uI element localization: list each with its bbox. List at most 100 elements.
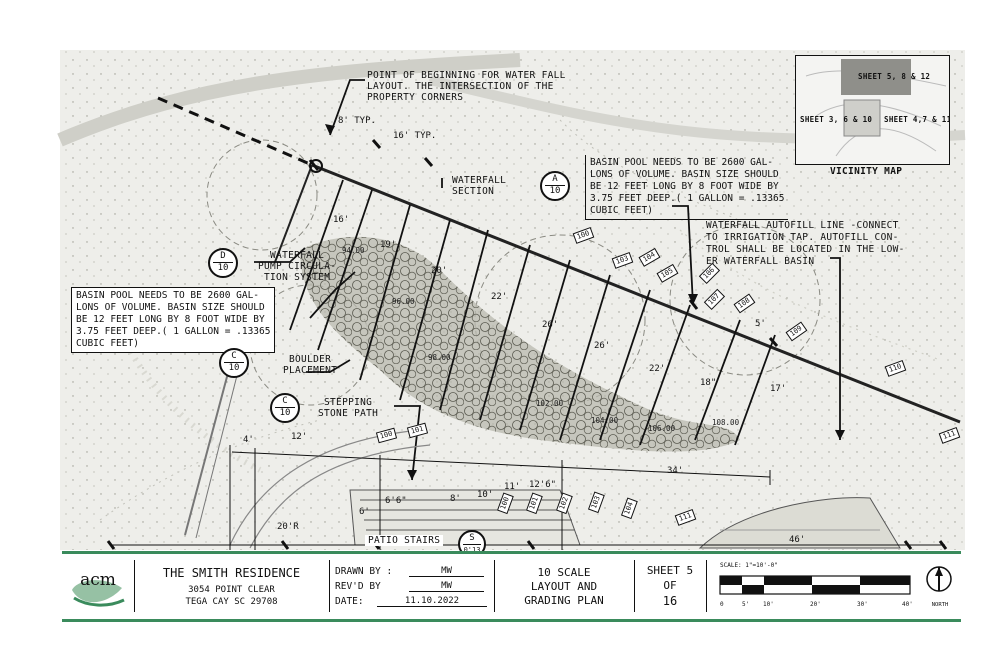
point-of-beginning-note: POINT OF BEGINNING FOR WATER FALL LAYOUT…	[367, 70, 566, 103]
scale-caption: SCALE: 1"=10'-0"	[720, 562, 778, 569]
boulder-mass	[300, 236, 740, 452]
vicinity-sheet-top: SHEET 5, 8 & 12	[858, 72, 931, 81]
stepping-stone-label: STEPPING STONE PATH	[318, 397, 379, 419]
dim-22b: 22'	[649, 364, 666, 374]
scale-tick: 20'	[810, 601, 821, 608]
patio-stairs-label: PATIO STAIRS	[365, 535, 444, 546]
dim-8: 8'	[450, 494, 461, 504]
dim-12-6: 12'6"	[529, 480, 557, 490]
bubble-letter: S	[463, 533, 481, 545]
revd-by-value: MW	[409, 581, 484, 592]
spot-elevation: 106.00	[648, 424, 676, 433]
spot-elevation: 96.00	[392, 297, 415, 306]
title-block: acm THE SMITH RESIDENCE 3054 POINT CLEAR…	[62, 551, 961, 622]
sheet-total: 16	[662, 594, 678, 608]
bubble-letter: C	[224, 351, 244, 363]
date-value: 11.10.2022	[377, 596, 487, 607]
dim-5: 5'	[755, 319, 766, 329]
spot-elevation: 94.00	[342, 246, 365, 255]
north-arrow-icon	[926, 566, 952, 592]
contour-line	[107, 299, 262, 473]
bubble-sheet: 10	[217, 263, 229, 273]
scale-bar-cell: SCALE: 1"=10'-0" 0 5' 10' 20' 30' 40' NO…	[706, 560, 961, 612]
drawing-title-cell: 10 SCALE LAYOUT AND GRADING PLAN	[494, 560, 635, 612]
contour-line	[57, 53, 521, 147]
vicinity-sheet-right: SHEET 4,7 & 11	[884, 115, 950, 124]
dim-16: 16'	[333, 215, 350, 225]
revd-by-label: REV'D BY	[335, 581, 381, 592]
vicinity-map-caption: VICINITY MAP	[830, 166, 903, 177]
dim-26a: 26'	[542, 320, 559, 330]
sheet-number-cell: SHEET 5 OF 16	[634, 560, 707, 612]
dim-19: 19'	[380, 240, 397, 250]
acm-logo-icon	[72, 580, 125, 607]
bubble-sheet: 0'13	[463, 546, 481, 554]
house-outline	[698, 497, 901, 549]
scale-bar	[719, 575, 911, 595]
spot-elevation: 98.00	[428, 353, 451, 362]
dim-18in: 18"	[700, 378, 717, 388]
bubble-letter: D	[213, 251, 233, 263]
dim-10: 10'	[477, 490, 494, 500]
sheet-label: SHEET 5	[646, 564, 694, 577]
drawn-by-value: MW	[409, 566, 484, 577]
spot-elevation: 104.00	[591, 416, 619, 425]
scale-tick: 0	[720, 601, 724, 608]
property-line-left	[274, 164, 313, 263]
basin-pool-note-upper: BASIN POOL NEEDS TO BE 2600 GAL- LONS OF…	[585, 155, 789, 220]
pump-marker	[309, 159, 323, 173]
bubble-sheet: 10	[549, 186, 561, 196]
dim-16-typ: 16' TYP.	[393, 131, 437, 141]
dim-20: 20'	[431, 266, 448, 276]
scale-tick: 40'	[902, 601, 913, 608]
scale-tick: 30'	[857, 601, 868, 608]
spot-elevation: 102.00	[536, 399, 564, 408]
tree-canopy-circle	[669, 224, 821, 376]
tree-canopy-circle	[206, 139, 318, 251]
drawing-title: 10 SCALE LAYOUT AND GRADING PLAN	[524, 566, 604, 607]
logo-cell: acm	[62, 560, 135, 612]
project-cell: THE SMITH RESIDENCE 3054 POINT CLEAR TEG…	[134, 560, 330, 612]
sheet-of: OF	[663, 579, 677, 592]
bubble-sheet: 10	[228, 363, 240, 373]
bubble-letter: A	[545, 174, 565, 186]
spot-elevation: 108.00	[712, 418, 740, 427]
project-address-line2: TEGA CAY SC 29708	[185, 597, 278, 607]
section-cut-lines	[289, 179, 776, 446]
dim-6: 6'	[359, 507, 370, 517]
vicinity-sheet-left: SHEET 3, 6 & 10	[800, 115, 873, 124]
dim-46: 46'	[789, 535, 806, 545]
arrow-heads	[325, 124, 845, 480]
property-line	[311, 163, 961, 424]
scale-tick: 10'	[763, 601, 774, 608]
dim-8-typ: 8' TYP.	[338, 116, 376, 126]
pump-circulation-label: WATERFALL PUMP CIRCULA- TION SYSTEM	[258, 250, 337, 283]
dim-4: 4'	[243, 435, 254, 445]
bubble-sheet: 10	[279, 408, 291, 418]
dim-26b: 26'	[594, 341, 611, 351]
dim-20r: 20'R	[277, 522, 299, 532]
drawn-by-label: DRAWN BY :	[335, 566, 393, 577]
bubble-letter: C	[275, 396, 295, 408]
project-name: THE SMITH RESIDENCE	[162, 566, 301, 580]
date-label: DATE:	[335, 596, 364, 607]
leader-lines	[254, 79, 841, 481]
vicinity-map-sketch	[805, 59, 947, 157]
dim-6-6: 6'6"	[385, 496, 407, 506]
vicinity-map: SHEET 5, 8 & 12 SHEET 3, 6 & 10 SHEET 4,…	[795, 55, 950, 165]
drafting-info-cell: DRAWN BY : MW REV'D BY MW DATE: 11.10.20…	[329, 560, 495, 612]
basin-pool-note-left: BASIN POOL NEEDS TO BE 2600 GAL- LONS OF…	[71, 287, 276, 353]
project-address-line1: 3054 POINT CLEAR	[188, 585, 275, 595]
waterfall-section-label: WATERFALL SECTION	[452, 175, 507, 197]
logo-text: acm	[80, 570, 116, 590]
boulder-placement-label: BOULDER PLACEMENT	[283, 354, 338, 376]
dim-12: 12'	[291, 432, 308, 442]
scale-tick: 5'	[742, 601, 750, 608]
dim-17: 17'	[770, 384, 787, 394]
dim-22: 22'	[491, 292, 508, 302]
